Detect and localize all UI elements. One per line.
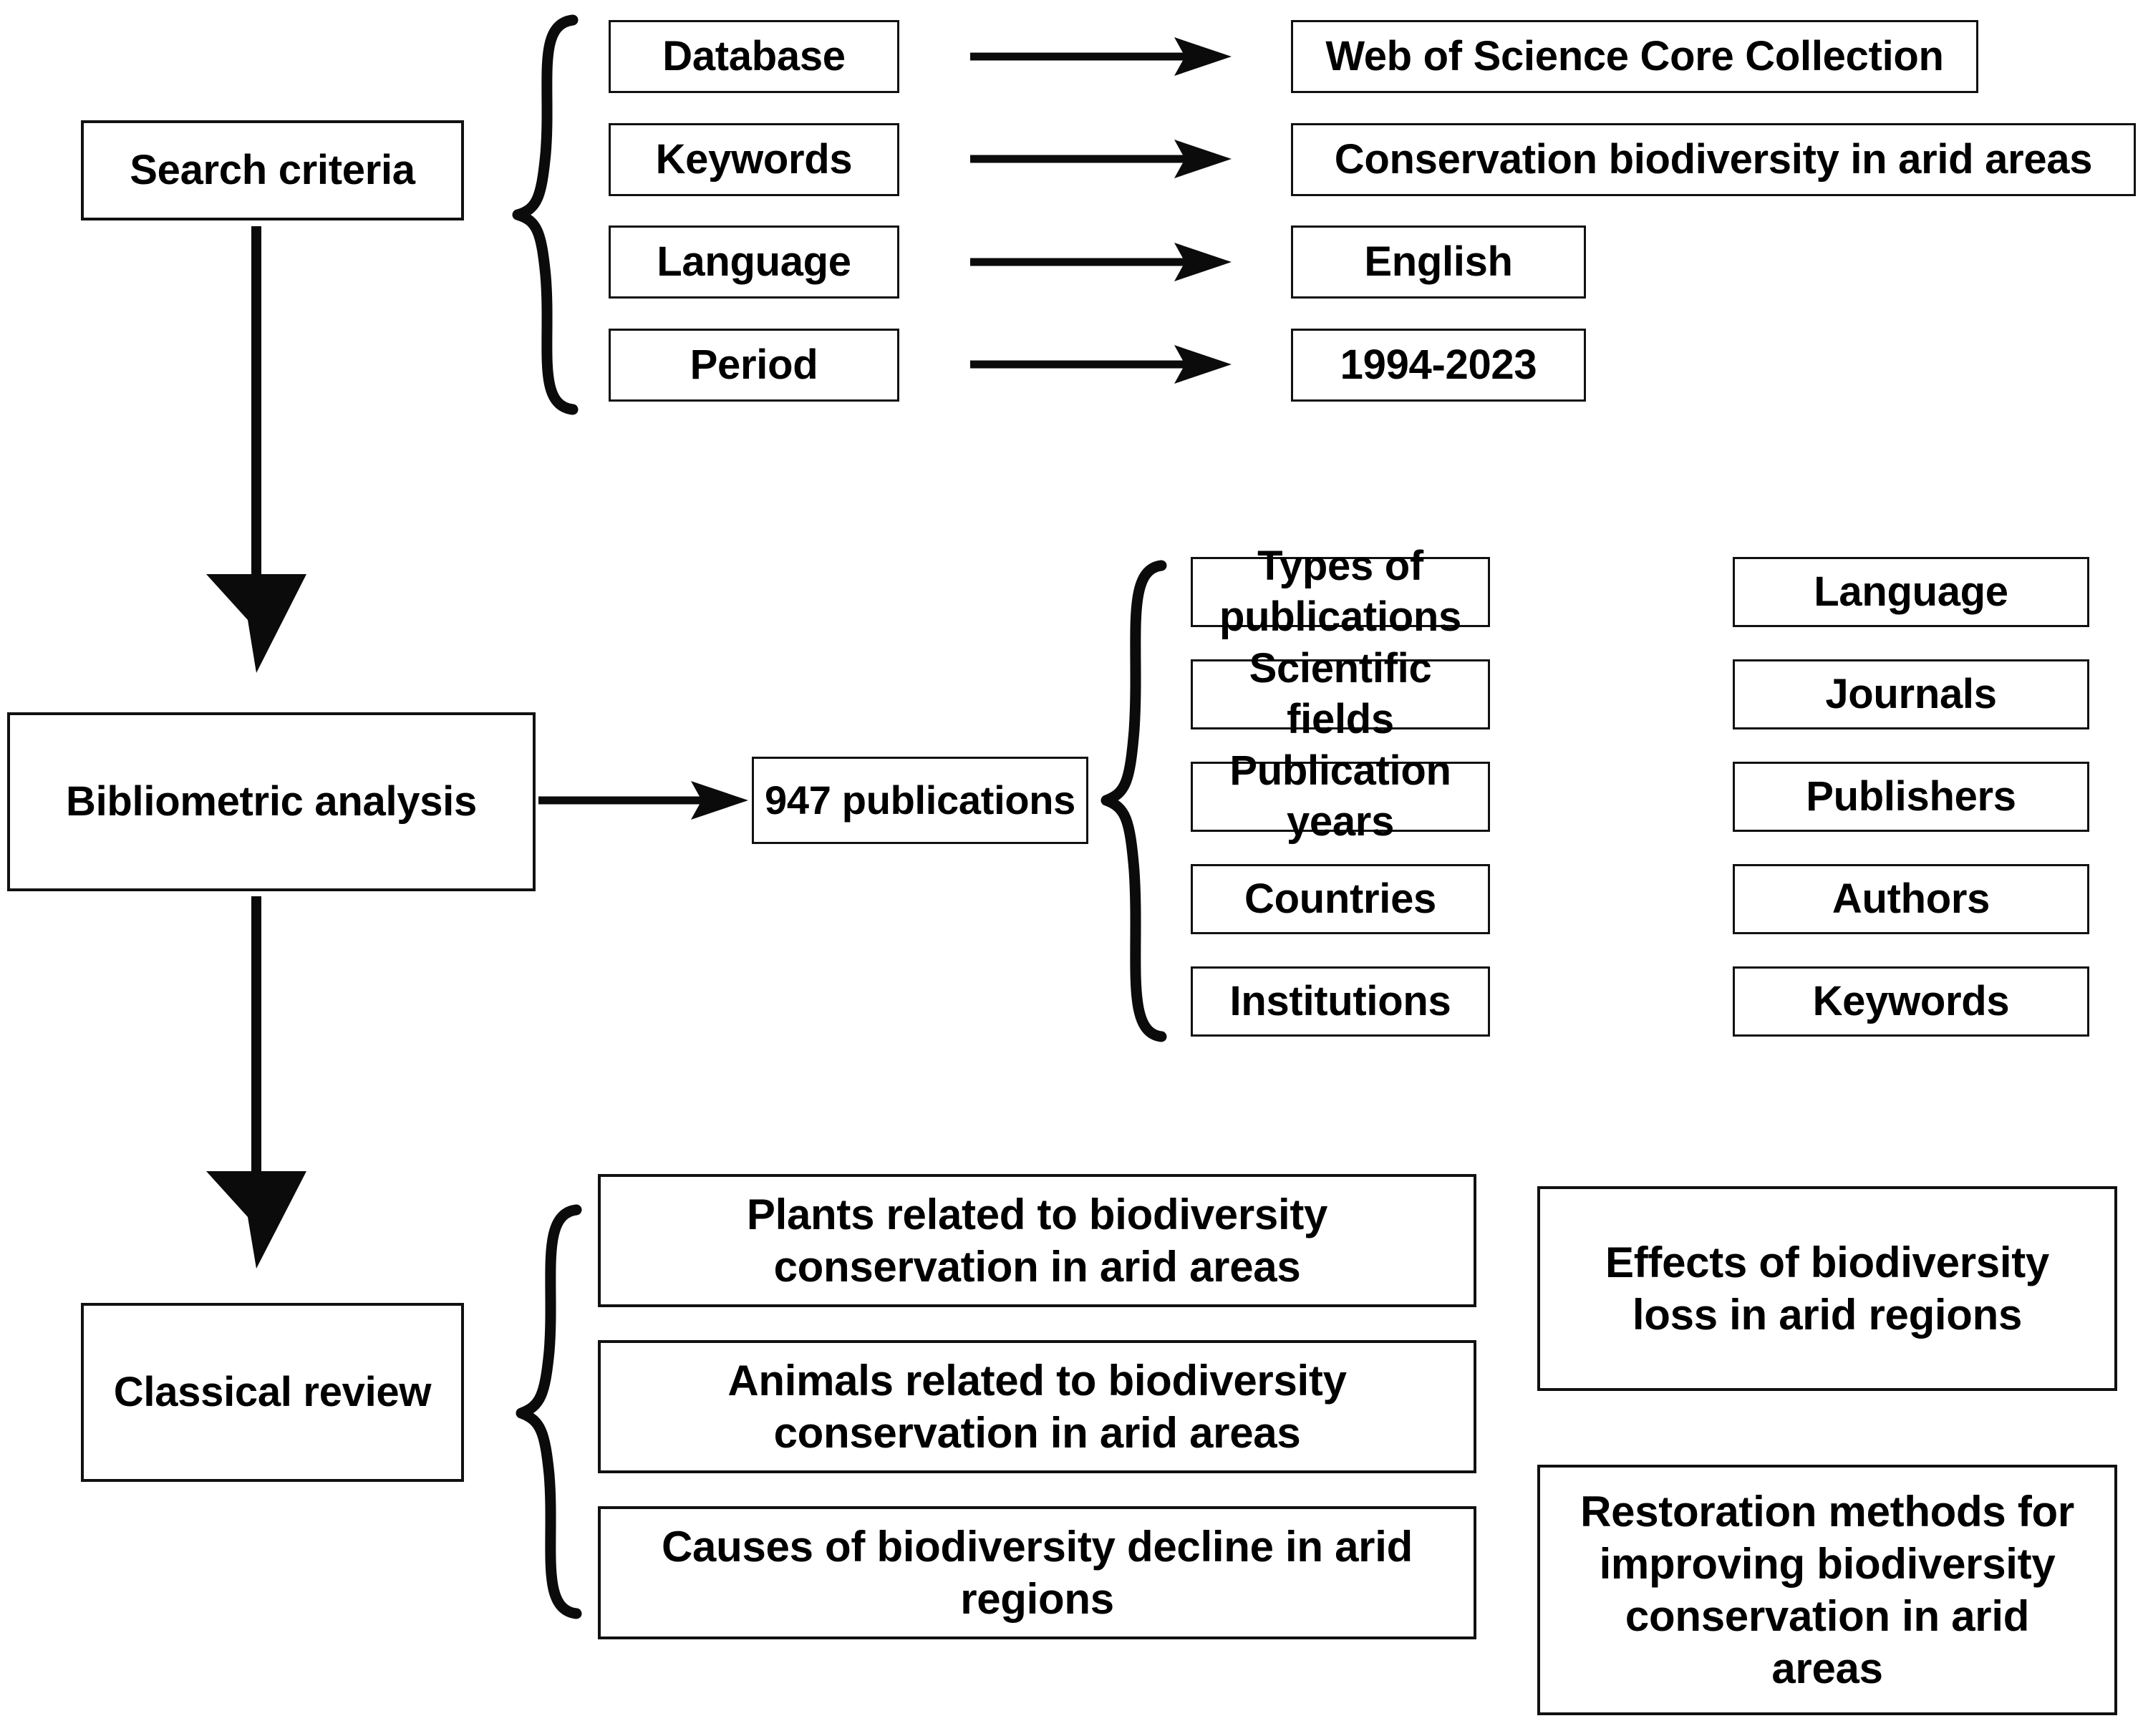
criterion-value-language: English	[1364, 238, 1513, 285]
review-topic-animals[interactable]: Animals related to biodiversity conserva…	[598, 1340, 1476, 1473]
review-topic-causes[interactable]: Causes of biodiversity decline in arid r…	[598, 1506, 1476, 1639]
stage-box-classical-review[interactable]: Classical review	[81, 1303, 464, 1482]
curly-brace-icon-bibliometric	[1100, 560, 1167, 1042]
stage-label-bibliometric-analysis: Bibliometric analysis	[66, 777, 477, 825]
criterion-label-keywords: Keywords	[655, 135, 853, 183]
arrow-right-icon-database	[970, 37, 1232, 76]
review-topic-label: Effects of biodiversity loss in arid reg…	[1605, 1238, 2049, 1339]
publication-count-label: 947 publications	[765, 777, 1075, 823]
criterion-box-period[interactable]: Period	[609, 329, 899, 402]
bibliometric-item-language[interactable]: Language	[1733, 557, 2089, 627]
review-topic-label: Causes of biodiversity decline in arid r…	[662, 1522, 1413, 1623]
review-topic-restoration[interactable]: Restoration methods for improving biodiv…	[1537, 1465, 2117, 1715]
bibliometric-item-label: Language	[1814, 568, 2008, 615]
bibliometric-item-label: Publishers	[1806, 772, 2016, 820]
criterion-box-language[interactable]: Language	[609, 226, 899, 299]
bibliometric-item-publication-years[interactable]: Publication years	[1191, 747, 1490, 845]
bibliometric-item-types-of-publications[interactable]: Types of publications	[1191, 543, 1490, 640]
criterion-value-box-language[interactable]: English	[1291, 226, 1586, 299]
stage-box-bibliometric-analysis[interactable]: Bibliometric analysis	[7, 712, 536, 891]
publication-count-box[interactable]: 947 publications	[752, 757, 1088, 844]
criterion-value-keywords: Conservation biodiversity in arid areas	[1334, 135, 2093, 183]
bibliometric-item-publishers[interactable]: Publishers	[1733, 762, 2089, 832]
review-topic-plants[interactable]: Plants related to biodiversity conservat…	[598, 1174, 1476, 1307]
review-topic-label: Animals related to biodiversity conserva…	[727, 1356, 1347, 1457]
bibliometric-item-authors[interactable]: Authors	[1733, 864, 2089, 934]
arrow-down-icon-2	[206, 896, 306, 1269]
arrow-right-icon-language	[970, 243, 1232, 281]
criterion-box-keywords[interactable]: Keywords	[609, 123, 899, 196]
review-topic-effects[interactable]: Effects of biodiversity loss in arid reg…	[1537, 1186, 2117, 1391]
bibliometric-item-label: Keywords	[1812, 977, 2010, 1024]
criterion-value-box-keywords[interactable]: Conservation biodiversity in arid areas	[1291, 123, 2136, 196]
criterion-value-database: Web of Science Core Collection	[1325, 32, 1944, 79]
arrow-right-icon-keywords	[970, 140, 1232, 178]
bibliometric-item-countries[interactable]: Countries	[1191, 864, 1490, 934]
bibliometric-item-label: Institutions	[1229, 977, 1451, 1024]
bibliometric-item-keywords[interactable]: Keywords	[1733, 966, 2089, 1037]
bibliometric-item-label: Publication years	[1229, 747, 1451, 845]
curly-brace-icon-classical	[516, 1204, 582, 1619]
criterion-label-period: Period	[690, 341, 818, 388]
criterion-value-period: 1994-2023	[1340, 341, 1537, 388]
criterion-box-database[interactable]: Database	[609, 20, 899, 93]
bibliometric-item-institutions[interactable]: Institutions	[1191, 966, 1490, 1037]
arrow-right-icon-count	[538, 781, 748, 820]
arrow-right-icon-period	[970, 345, 1232, 384]
bibliometric-item-label: Journals	[1825, 670, 1997, 717]
review-topic-label: Plants related to biodiversity conservat…	[746, 1190, 1328, 1291]
stage-label-search-criteria: Search criteria	[130, 146, 415, 193]
bibliometric-item-label: Scientific fields	[1249, 645, 1432, 742]
stage-label-classical-review: Classical review	[113, 1368, 432, 1415]
bibliometric-item-scientific-fields[interactable]: Scientific fields	[1191, 645, 1490, 742]
criterion-value-box-database[interactable]: Web of Science Core Collection	[1291, 20, 1978, 93]
bibliometric-item-label: Authors	[1832, 875, 1990, 922]
criterion-value-box-period[interactable]: 1994-2023	[1291, 329, 1586, 402]
curly-brace-icon-search	[512, 14, 579, 415]
stage-box-search-criteria[interactable]: Search criteria	[81, 120, 464, 220]
bibliometric-item-journals[interactable]: Journals	[1733, 659, 2089, 729]
criterion-label-language: Language	[657, 238, 851, 285]
bibliometric-item-label: Types of publications	[1219, 543, 1461, 640]
criterion-label-database: Database	[662, 32, 846, 79]
review-topic-label: Restoration methods for improving biodiv…	[1580, 1487, 2074, 1693]
arrow-down-icon-1	[206, 226, 306, 673]
bibliometric-item-label: Countries	[1244, 875, 1436, 922]
